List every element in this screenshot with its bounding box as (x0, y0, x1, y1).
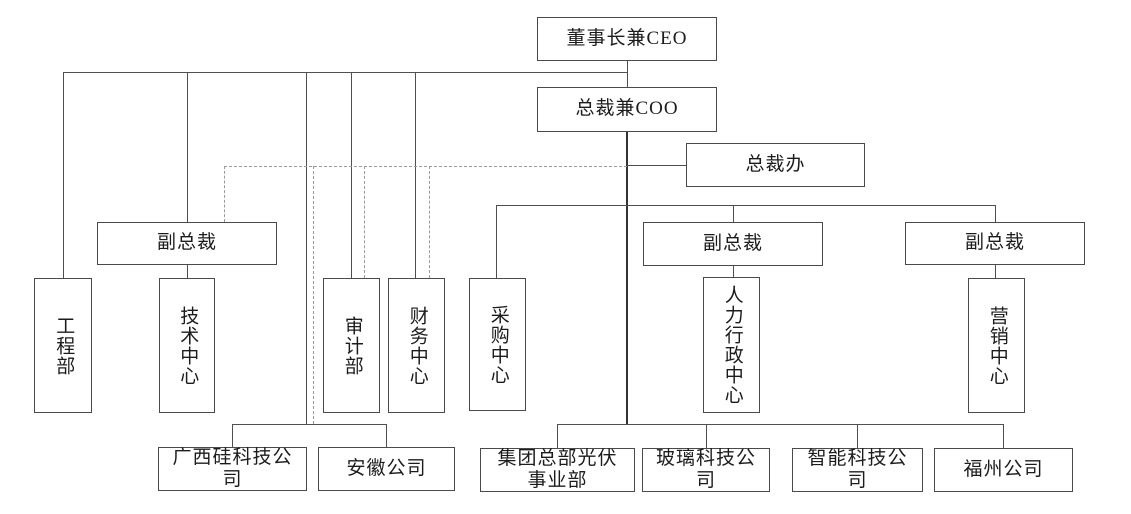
node-anhui-company: 安徽公司 (318, 447, 455, 491)
connector-vp-right-to-marketing (995, 265, 996, 278)
connector-to-vp-left (187, 72, 188, 222)
connector-to-guangxi (232, 424, 233, 447)
node-president-coo: 总裁兼COO (537, 87, 717, 132)
node-vp-left: 副总裁 (97, 222, 277, 265)
connector-to-audit (351, 72, 352, 278)
connector-ceo-to-coo (627, 61, 628, 88)
dashed-connector-to-audit (364, 166, 365, 278)
node-vp-middle: 副总裁 (643, 222, 823, 266)
connector-left-subsidiaries-horizontal (232, 424, 387, 425)
node-vp-right: 副总裁 (905, 222, 1085, 265)
connector-vp-left-to-tech (187, 265, 188, 278)
node-smart-tech-company: 智能科技公司 (792, 448, 923, 492)
connector-coo-branch-horizontal (496, 205, 996, 206)
node-technology-center: 技术中心 (159, 278, 215, 413)
node-fuzhou-company: 福州公司 (934, 448, 1073, 492)
connector-to-president-office (627, 165, 686, 166)
connector-to-finance (415, 72, 416, 278)
node-hr-admin-center: 人力行政中心 (703, 277, 760, 413)
node-finance-center: 财务中心 (388, 278, 445, 413)
node-guangxi-silicon-company: 广西硅科技公司 (158, 447, 307, 491)
dashed-connector-to-subsidiaries (313, 166, 314, 424)
connector-right-subsidiaries-horizontal (557, 424, 1004, 425)
connector-to-glass-tech (706, 424, 707, 448)
connector-to-smart-tech (857, 424, 858, 448)
connector-to-vp-middle (733, 205, 734, 222)
node-glass-tech-company: 玻璃科技公司 (642, 448, 770, 492)
node-marketing-center: 营销中心 (968, 278, 1025, 413)
connector-to-left-subsidiaries (306, 72, 307, 425)
connector-to-procurement (496, 205, 497, 278)
node-president-office: 总裁办 (686, 143, 865, 187)
dashed-connector-to-vp-left (224, 166, 225, 222)
connector-vp-middle-to-hr (733, 266, 734, 277)
connector-to-engineering (63, 72, 64, 278)
dashed-connector-to-finance (429, 166, 430, 278)
connector-board-horizontal (63, 72, 628, 73)
node-audit-dept: 审计部 (323, 278, 380, 413)
connector-to-anhui (386, 424, 387, 447)
node-engineering-dept: 工程部 (34, 278, 92, 413)
node-group-pv-division: 集团总部光伏事业部 (480, 448, 635, 492)
node-procurement-center: 采购中心 (469, 278, 526, 411)
dashed-connector-office-horizontal (224, 166, 627, 167)
connector-to-vp-right (995, 205, 996, 222)
node-chairman-ceo: 董事长兼CEO (537, 17, 717, 61)
connector-to-fuzhou (1003, 424, 1004, 448)
connector-to-pv-division (557, 424, 558, 448)
connector-coo-trunk (626, 132, 628, 425)
